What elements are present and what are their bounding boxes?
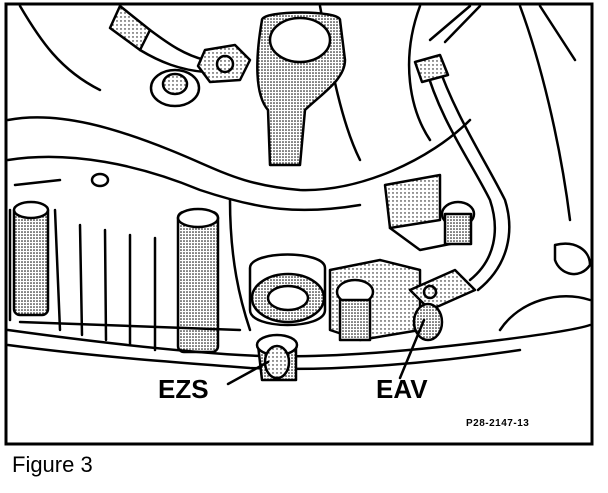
eav-label: EAV (376, 374, 428, 404)
pan-top-line (13, 178, 62, 187)
figure-caption: Figure 3 (12, 452, 93, 477)
ezs-label: EZS (158, 374, 209, 404)
pan-fin-1 (53, 208, 62, 332)
boss-bore (266, 284, 310, 312)
pan-fin-2 (78, 223, 84, 337)
reference-code: P28-2147-13 (466, 418, 529, 429)
chassis-edge (518, 4, 572, 222)
hose-line-lower (138, 48, 207, 74)
wire-harness (423, 63, 497, 282)
housing-edge (6, 116, 472, 192)
nut-center (215, 54, 235, 74)
eav-valve-body (412, 302, 444, 342)
ezs-leader-line (226, 360, 270, 386)
right-boss (553, 242, 592, 276)
wire-top-outer (443, 4, 482, 44)
pan-flange (6, 323, 592, 358)
pan-bolt-2 (176, 210, 220, 354)
pan-flange-lower (6, 343, 522, 371)
eav-leader-line (398, 318, 426, 380)
valve-bolt-body (338, 298, 372, 342)
wire-harness-outer (435, 60, 511, 292)
pan-rib-line (18, 320, 242, 332)
bracket-eye (268, 16, 332, 64)
housing-lower-edge (6, 155, 362, 212)
eav-pin (422, 284, 438, 300)
bolt-boss (149, 68, 201, 108)
pan-bolt-2-head (176, 207, 220, 229)
pan-corner (228, 198, 252, 332)
right-curve (498, 295, 592, 332)
pan-bolt-1 (12, 203, 50, 317)
wire-clip (413, 53, 450, 84)
eav-connector (408, 268, 477, 312)
housing-rib-right (407, 4, 432, 142)
pan-bolt-1-head (12, 200, 50, 220)
ezs-bolt-thread (263, 344, 291, 380)
sensor-bracket (383, 173, 442, 230)
pan-plug (90, 172, 110, 188)
housing-top-curve (18, 4, 102, 92)
chassis-line (538, 4, 577, 62)
pan-fin-3 (103, 228, 108, 342)
hex-nut-top (196, 43, 252, 84)
wire-top (428, 4, 472, 42)
bracket-bolt-body (443, 212, 473, 246)
bolt-head (161, 72, 189, 96)
